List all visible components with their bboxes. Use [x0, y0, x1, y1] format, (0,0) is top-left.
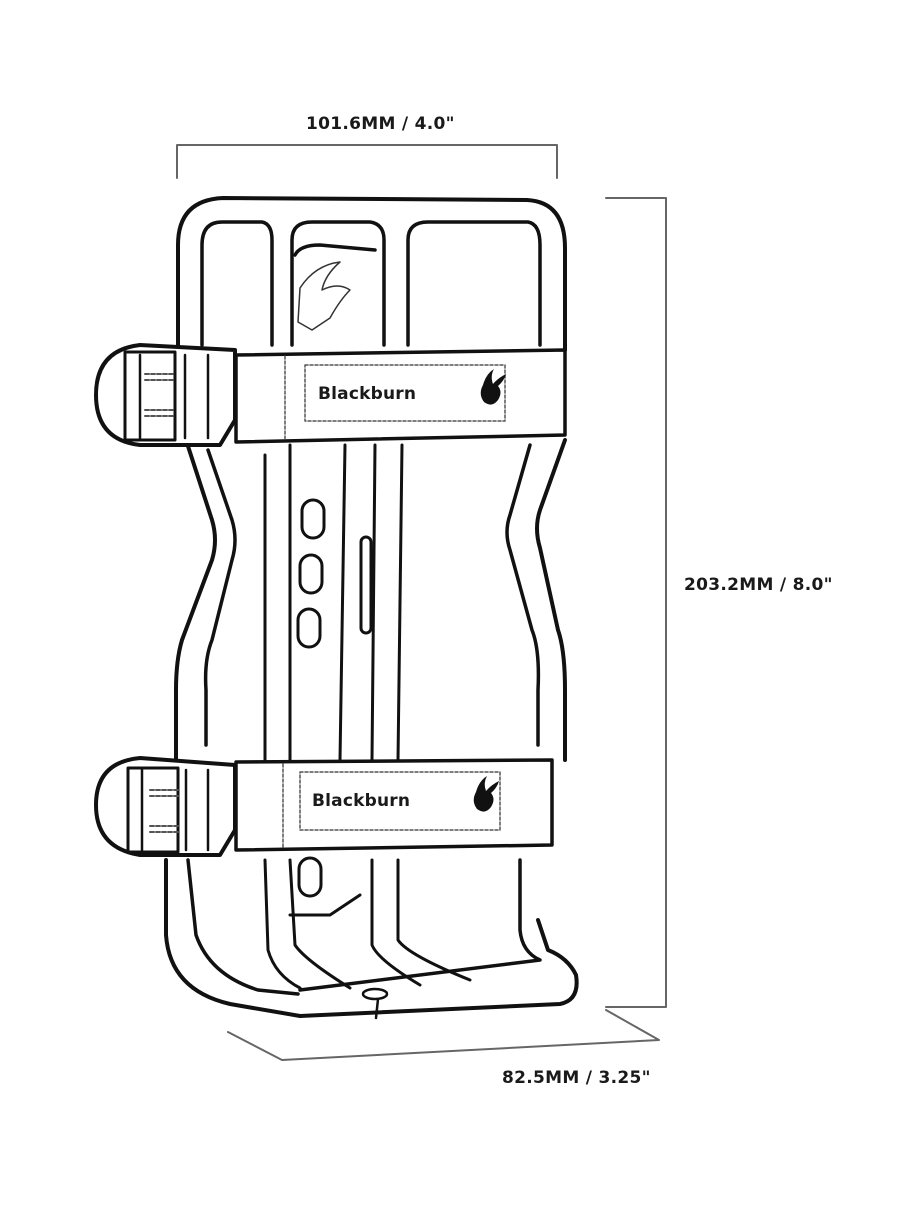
depth-dimension-line	[227, 1009, 660, 1061]
bottom-weld	[361, 987, 389, 1020]
depth-dimension-label: 82.5MM / 3.25"	[502, 1068, 651, 1088]
mount-slots	[296, 498, 373, 898]
upper-strap	[94, 343, 567, 447]
cage-inner-arches	[200, 220, 542, 347]
flame-icon	[297, 261, 351, 331]
upper-strap-brand-text: Blackburn	[318, 384, 417, 404]
width-dimension-label: 101.6MM / 4.0"	[306, 114, 455, 134]
lower-strap-brand-text: Blackburn	[312, 791, 411, 811]
cage-side-rails	[186, 443, 542, 996]
backing-plate	[263, 443, 472, 990]
lower-strap	[94, 756, 554, 857]
strap-flame-icon-lower	[473, 776, 499, 812]
height-dimension-label: 203.2MM / 8.0"	[684, 575, 833, 595]
cage-outer-frame	[164, 196, 579, 1018]
strap-flame-icon-upper	[480, 369, 506, 405]
width-dimension-line	[176, 144, 558, 179]
height-dimension-line	[605, 197, 667, 1008]
